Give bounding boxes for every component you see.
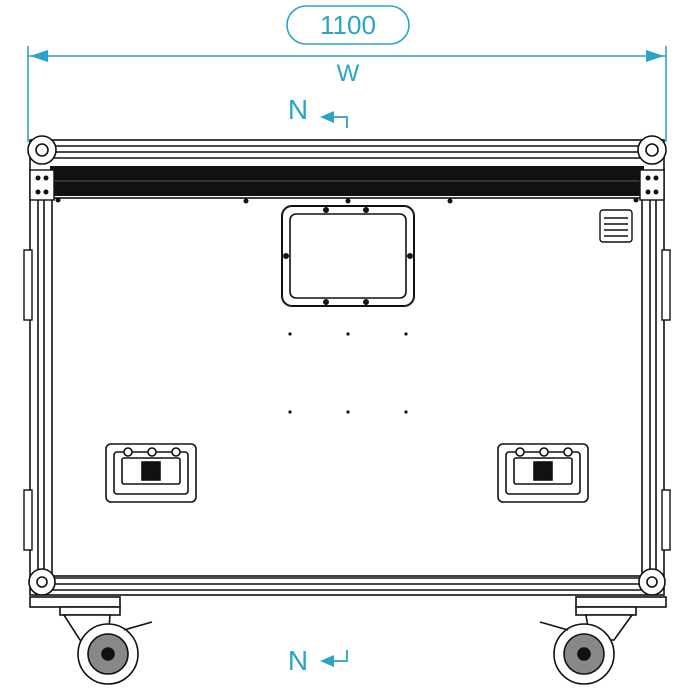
caster-plate-left bbox=[29, 596, 121, 641]
case-outline bbox=[29, 139, 665, 596]
front-panel bbox=[51, 197, 643, 577]
caster-wheel-left-icon bbox=[77, 621, 153, 685]
dimension-value-bubble bbox=[286, 5, 410, 45]
lid-plates bbox=[29, 169, 665, 201]
access-window bbox=[281, 205, 415, 307]
section-mark-top-label: N bbox=[288, 94, 308, 125]
handle-right-icon bbox=[497, 443, 589, 503]
vent-plate-icon bbox=[599, 209, 633, 243]
corner-fittings bbox=[27, 135, 667, 596]
corner-bottom-left-icon bbox=[28, 568, 56, 596]
caster-wheel-right-icon bbox=[539, 621, 615, 685]
dimension-value: 1100 bbox=[320, 10, 376, 40]
handle-left-icon bbox=[105, 443, 197, 503]
section-arrow-bottom-icon bbox=[320, 650, 348, 667]
dimension-arrow-right bbox=[646, 50, 664, 62]
corner-bottom-right-icon bbox=[638, 568, 666, 596]
window-screws bbox=[283, 207, 413, 305]
dimension-arrow-left bbox=[30, 50, 48, 62]
panel-dots bbox=[288, 332, 408, 414]
rivets bbox=[35, 175, 659, 204]
corner-top-left-icon bbox=[27, 135, 57, 165]
case-body bbox=[29, 139, 665, 596]
dimension-symbol: W bbox=[337, 60, 360, 87]
corner-top-right-icon bbox=[637, 135, 667, 165]
section-arrow-top-icon bbox=[320, 111, 348, 128]
width-dimension bbox=[27, 5, 667, 142]
side-hardware bbox=[23, 249, 671, 551]
section-mark-bottom-label: N bbox=[288, 645, 308, 676]
